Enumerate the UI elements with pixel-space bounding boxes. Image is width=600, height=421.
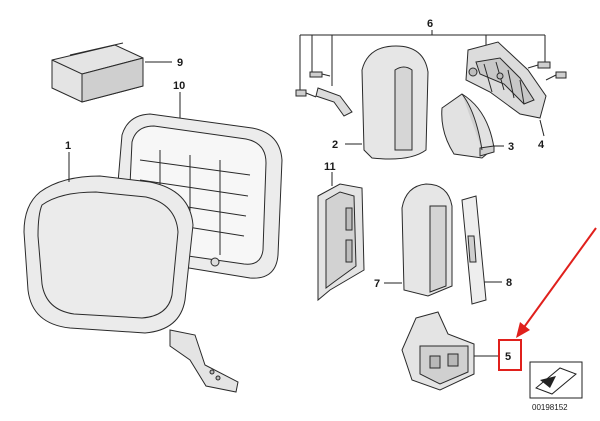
part-6-bracket-lines xyxy=(299,30,546,90)
callout-4: 4 xyxy=(538,139,545,151)
callout-8: 8 xyxy=(506,277,512,289)
callout-1: 1 xyxy=(65,140,71,152)
part-7-shroud xyxy=(401,183,453,297)
part-11-panel xyxy=(317,183,365,302)
part-1-cushion xyxy=(23,175,239,393)
callout-5: 5 xyxy=(505,351,511,363)
part-4-mechanism xyxy=(465,41,547,119)
screws-and-clip xyxy=(295,61,567,117)
part-9-box xyxy=(51,42,144,103)
part-2-cover xyxy=(361,45,429,160)
callout-9: 9 xyxy=(177,57,183,69)
callout-10: 10 xyxy=(173,80,185,92)
callout-2: 2 xyxy=(332,139,338,151)
callout-11: 11 xyxy=(324,161,336,173)
callout-6: 6 xyxy=(427,18,433,30)
callout-7: 7 xyxy=(374,278,380,290)
highlight-arrow xyxy=(516,227,597,338)
catalog-number: 00198152 xyxy=(532,403,568,412)
catalog-symbol xyxy=(529,361,583,399)
leader-4 xyxy=(539,119,545,137)
part-5-guide xyxy=(401,311,475,391)
callout-3: 3 xyxy=(508,141,514,153)
part-8-strip xyxy=(461,195,487,305)
part-3-insert xyxy=(441,93,495,159)
callout-5-highlight-box xyxy=(498,339,522,371)
